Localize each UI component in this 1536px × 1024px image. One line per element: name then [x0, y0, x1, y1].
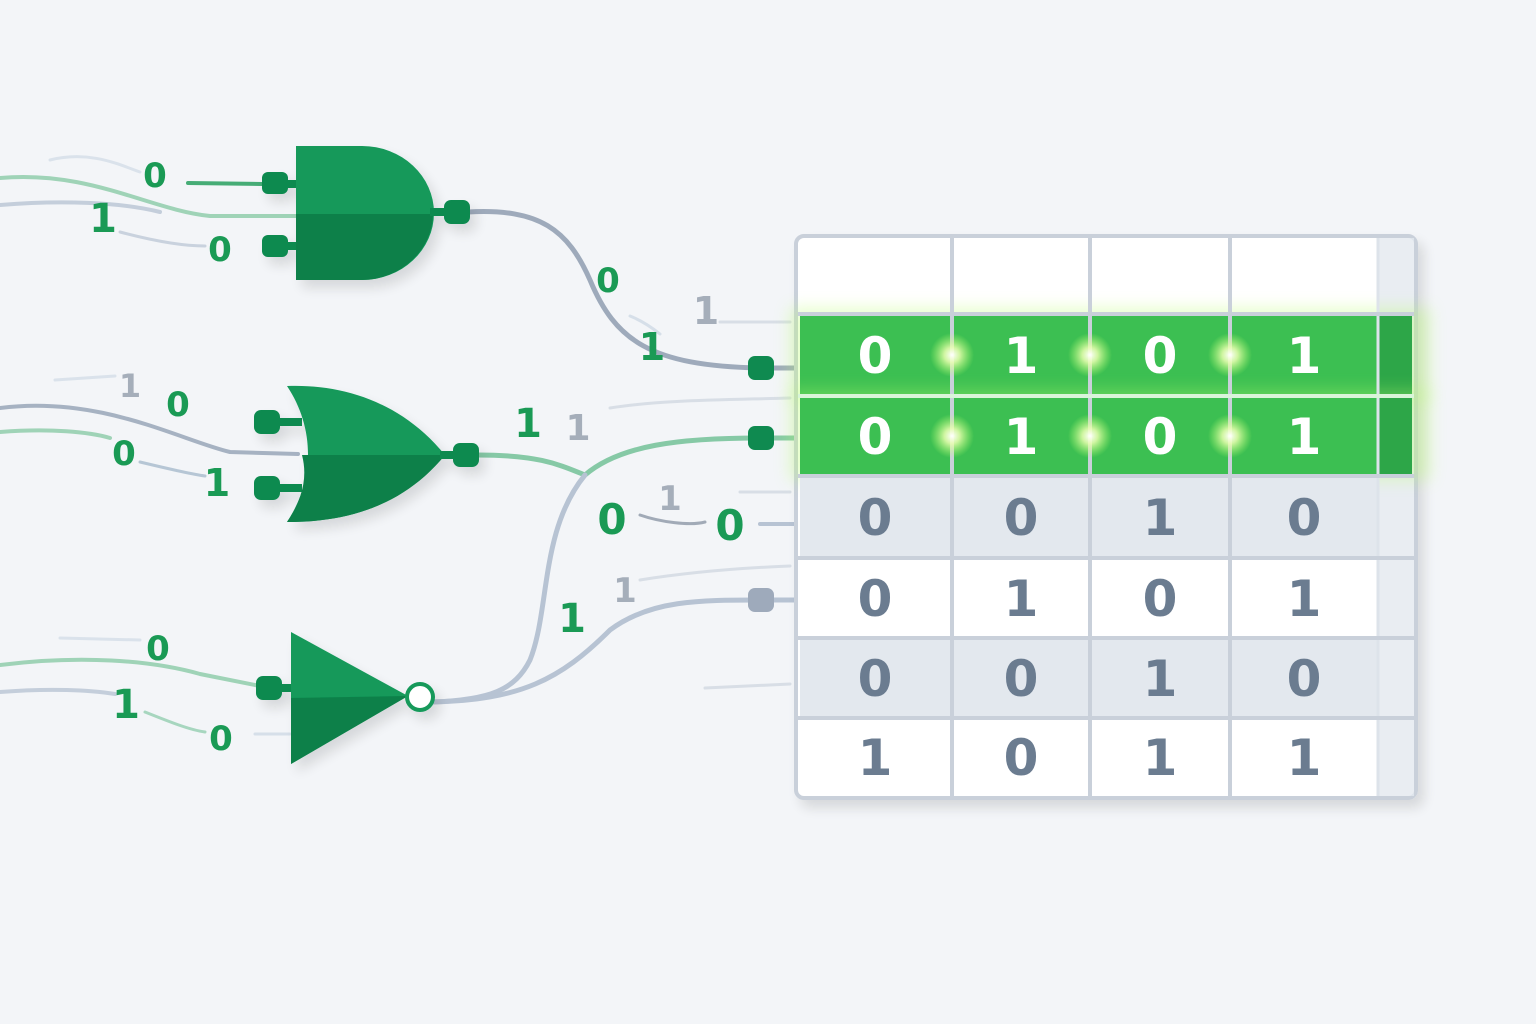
table-input-pins [748, 356, 774, 612]
bit-label: 0 [597, 495, 626, 544]
table-cell: 1 [1287, 570, 1322, 628]
table-cell: 0 [1004, 729, 1039, 787]
table-cell: 1 [1287, 729, 1322, 787]
table-cell: 1 [1143, 489, 1178, 547]
sparkle [930, 414, 974, 458]
table-cell: 0 [858, 327, 893, 385]
bit-label: 0 [715, 501, 744, 550]
bit-label: 1 [514, 401, 542, 447]
bit-label: 1 [565, 408, 590, 449]
not-input-pin [256, 676, 282, 700]
bit-label: 1 [613, 571, 637, 611]
table-cell: 0 [1004, 489, 1039, 547]
bit-label: 1 [639, 325, 665, 369]
truth-table: 0 1 0 1 0 1 0 1 0 0 1 0 0 1 0 1 0 0 1 0 1 0 1 1 [790, 234, 1430, 800]
bit-label: 0 [208, 230, 232, 270]
bit-label: 0 [146, 629, 170, 669]
or-input-b-pin [254, 476, 280, 500]
table-cell: 1 [1004, 570, 1039, 628]
and-gate [262, 146, 470, 280]
table-cell: 1 [858, 729, 893, 787]
and-input-b-pin [262, 235, 288, 257]
table-cell: 1 [1143, 729, 1178, 787]
bit-label: 1 [658, 479, 682, 519]
sparkle [1208, 333, 1252, 377]
bit-label: 1 [89, 196, 117, 242]
bit-label: 0 [596, 261, 620, 301]
bit-label: 0 [112, 434, 136, 474]
sparkle [930, 333, 974, 377]
table-cell: 0 [1004, 650, 1039, 708]
table-cell: 1 [1004, 408, 1039, 466]
output-wires [429, 209, 801, 705]
table-cell: 0 [858, 408, 893, 466]
table-cell: 0 [1143, 570, 1178, 628]
table-cell: 0 [858, 570, 893, 628]
not-inversion-bubble [405, 682, 435, 712]
table-cell: 0 [858, 489, 893, 547]
or-input-a-pin [254, 410, 280, 434]
bit-label: 1 [204, 461, 230, 505]
and-input-a-pin [262, 172, 288, 194]
bit-label: 0 [143, 156, 167, 196]
table-cell: 0 [858, 650, 893, 708]
motion-streaks [48, 155, 792, 736]
or-gate [254, 385, 479, 522]
bit-label: 1 [693, 289, 719, 333]
sparkle [1208, 414, 1252, 458]
table-cell: 0 [1143, 408, 1178, 466]
table-cell: 0 [1287, 650, 1322, 708]
table-cell: 0 [1143, 327, 1178, 385]
bit-label: 1 [558, 596, 586, 642]
not-gate [256, 632, 435, 764]
table-cell: 1 [1287, 327, 1322, 385]
and-output-pin [444, 200, 470, 224]
input-wires [0, 175, 300, 696]
sparkle [1068, 333, 1112, 377]
or-output-pin [453, 443, 479, 467]
table-cell: 0 [1287, 489, 1322, 547]
bit-label: 1 [112, 682, 140, 728]
table-cell: 1 [1143, 650, 1178, 708]
bit-label: 1 [119, 367, 141, 405]
table-cell: 1 [1004, 327, 1039, 385]
bit-label: 0 [166, 385, 190, 425]
bit-label: 0 [209, 719, 233, 759]
table-cell: 1 [1287, 408, 1322, 466]
sparkle [1068, 414, 1112, 458]
